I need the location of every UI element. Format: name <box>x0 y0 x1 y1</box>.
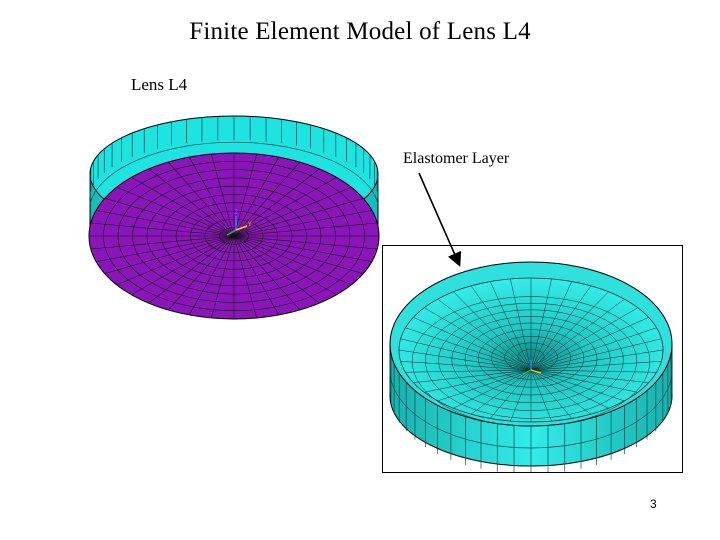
mesh-line <box>453 291 532 371</box>
mesh-line <box>104 198 235 237</box>
axis-triad-icon: Z Y <box>226 209 252 236</box>
elastomer-label: Elastomer Layer <box>403 150 510 167</box>
mesh-line <box>530 278 552 371</box>
mesh-line <box>530 291 609 371</box>
mesh-line <box>405 327 532 371</box>
mesh-line <box>530 361 662 371</box>
lens-top-face <box>88 152 380 320</box>
mesh-line <box>490 369 532 419</box>
axis-triad-icon <box>522 360 542 375</box>
mesh-line <box>530 307 638 371</box>
mesh-line <box>530 369 625 402</box>
mesh-line <box>405 369 532 373</box>
mesh-line <box>530 298 625 371</box>
mesh-line <box>116 186 235 237</box>
lens-l4-mesh-model: Z Y <box>88 115 380 320</box>
mesh-line <box>233 210 372 237</box>
mesh-line <box>530 327 657 371</box>
mesh-line <box>233 156 280 237</box>
mesh-line <box>398 349 532 371</box>
mesh-line <box>148 168 235 237</box>
mesh-line <box>400 338 532 371</box>
mesh-line <box>424 307 532 371</box>
mesh-line <box>233 235 257 319</box>
mesh-line <box>233 168 320 237</box>
mesh-line <box>413 369 532 383</box>
mesh-line <box>233 235 320 304</box>
mesh-line <box>90 222 235 237</box>
mesh-line <box>116 235 235 286</box>
mesh-line <box>211 153 235 237</box>
mesh-line <box>148 235 235 304</box>
mesh-line <box>233 235 301 311</box>
slide-title: Finite Element Model of Lens L4 <box>189 18 531 45</box>
lens-label: Lens L4 <box>131 75 188 94</box>
mesh-line <box>233 198 364 237</box>
mesh-line <box>530 338 662 371</box>
mesh-line <box>530 349 664 371</box>
svg-text:Z: Z <box>234 209 238 216</box>
mesh-line <box>188 235 235 316</box>
elastomer-layer-mesh-model <box>389 261 673 472</box>
mesh-line <box>131 177 235 237</box>
mesh-line <box>233 186 352 237</box>
mesh-line <box>104 235 235 274</box>
mesh-line <box>90 235 235 250</box>
mesh-line <box>233 235 378 250</box>
mesh-line <box>233 235 280 316</box>
mesh-line <box>400 361 532 371</box>
elastomer-bowl-surface <box>389 261 673 427</box>
mesh-line <box>453 369 532 409</box>
mesh-line <box>530 369 592 415</box>
mesh-line <box>233 161 301 237</box>
elastomer-view-frame <box>382 245 683 473</box>
mesh-line <box>470 285 532 371</box>
mesh-line <box>530 369 657 373</box>
mesh-line <box>437 369 532 402</box>
mesh-line <box>233 153 257 237</box>
mesh-line <box>530 285 592 371</box>
mesh-line <box>510 369 532 422</box>
mesh-line <box>96 210 235 237</box>
mesh-line <box>530 369 609 409</box>
mesh-line <box>233 235 364 274</box>
mesh-line <box>167 235 235 311</box>
mesh-line <box>233 235 337 295</box>
mesh-line <box>424 369 532 393</box>
mesh-line <box>167 161 235 237</box>
mesh-line <box>89 141 379 205</box>
mesh-line <box>530 369 649 383</box>
svg-text:Y: Y <box>247 221 252 228</box>
mesh-line <box>233 177 337 237</box>
mesh-line <box>489 281 532 371</box>
mesh-line <box>510 278 532 371</box>
mesh-line <box>530 369 552 422</box>
mesh-line <box>233 235 352 286</box>
mesh-line <box>530 369 572 419</box>
mesh-line <box>233 222 378 237</box>
mesh-line <box>389 369 673 449</box>
mesh-line <box>233 235 372 262</box>
mesh-line <box>530 281 573 371</box>
mesh-line <box>211 235 235 319</box>
page-number: 3 <box>650 497 657 511</box>
mesh-line <box>530 317 649 371</box>
mesh-line <box>413 317 532 371</box>
mesh-line <box>131 235 235 295</box>
mesh-line <box>437 298 532 371</box>
mesh-line <box>470 369 532 415</box>
mesh-line <box>96 235 235 262</box>
mesh-line <box>188 156 235 237</box>
mesh-line <box>530 369 638 393</box>
